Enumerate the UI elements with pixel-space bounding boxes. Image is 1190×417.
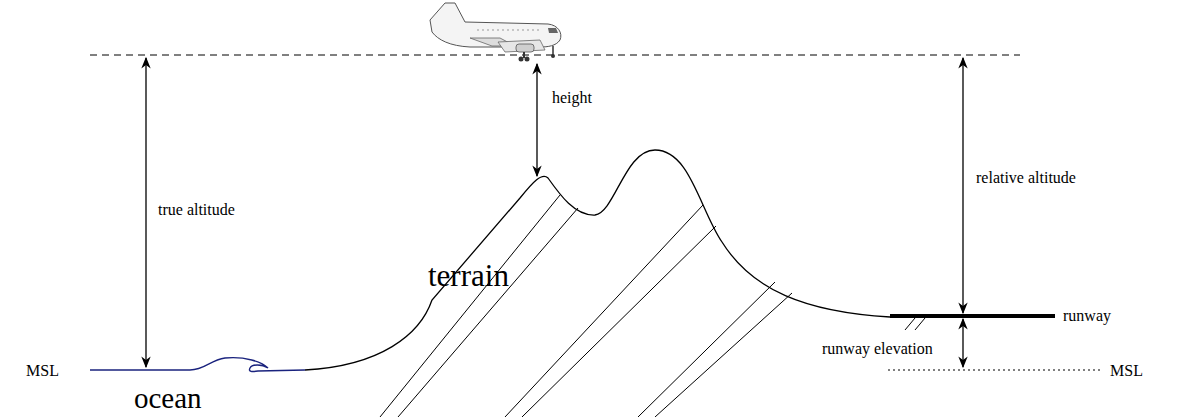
flight-level-line	[90, 55, 1020, 56]
runway-elevation-arrow	[962, 319, 963, 367]
msl-line	[888, 370, 1100, 371]
relative-altitude-arrow	[962, 58, 963, 313]
height-arrow	[536, 64, 537, 176]
part-label: runway	[1063, 307, 1111, 325]
dimension-label: true altitude	[158, 201, 235, 219]
terrain-outline	[305, 150, 925, 417]
dimension-label: relative altitude	[976, 169, 1076, 187]
true-altitude-arrow	[145, 58, 146, 367]
datum-label: MSL	[26, 362, 59, 380]
datum-label: MSL	[1110, 362, 1143, 380]
dimension-label: runway elevation	[822, 340, 933, 358]
airplane	[430, 3, 561, 62]
region-label: terrain	[428, 259, 509, 293]
region-label: ocean	[134, 383, 202, 415]
dimension-label: height	[552, 89, 592, 107]
runway-surface	[890, 314, 1055, 318]
ocean-surface	[90, 358, 305, 372]
